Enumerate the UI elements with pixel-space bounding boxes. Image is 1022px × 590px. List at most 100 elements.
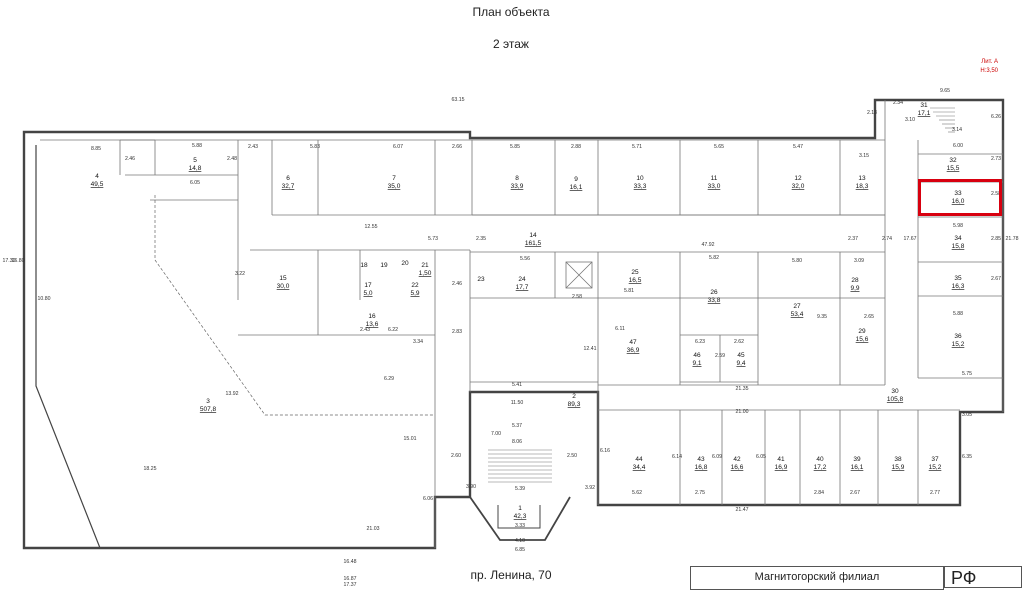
room-area: 9,1 (692, 360, 701, 367)
room-number: 13 (858, 175, 866, 182)
room-area: 36,9 (627, 347, 640, 354)
room-area: 16,1 (570, 184, 583, 191)
room-area: 105,8 (887, 396, 904, 403)
dimension-label: 6.22 (388, 327, 398, 333)
dimension-label: 2.13 (867, 110, 877, 116)
dimension-label: 6.09 (712, 454, 722, 460)
room-number: 30 (891, 388, 899, 395)
dimension-label: 2.60 (451, 453, 461, 459)
room-number: 38 (894, 456, 902, 463)
dimension-label: 2.73 (991, 156, 1001, 162)
room-area: 15,8 (952, 243, 965, 250)
room-area: 17,7 (516, 284, 529, 291)
room-20: 20 (401, 260, 409, 267)
room-number: 35 (954, 275, 962, 282)
dimension-label: 2.65 (864, 314, 874, 320)
room-number: 41 (777, 456, 785, 463)
dimension-label: 3.34 (413, 339, 423, 345)
dimension-label: 2.66 (452, 144, 462, 150)
room-number: 19 (380, 262, 388, 269)
dimension-label: 6.35 (962, 454, 972, 460)
dimension-label: 3.33 (515, 523, 525, 529)
dimension-label: 5.62 (632, 490, 642, 496)
dimension-label: 6.11 (615, 326, 625, 332)
room-19: 19 (380, 262, 388, 269)
dimension-label: 3.05 (962, 412, 972, 418)
dimension-label: 2.85 (991, 236, 1001, 242)
dimension-label: 5.80 (792, 258, 802, 264)
room-22: 225,9 (410, 282, 419, 297)
dimension-label: 2.58 (991, 191, 1001, 197)
room-number: 4 (95, 173, 99, 180)
dimension-label: 6.05 (190, 180, 200, 186)
room-area: 16,1 (851, 464, 864, 471)
room-area: 33,0 (708, 183, 721, 190)
dimension-label: 5.41 (512, 382, 522, 388)
room-4: 449,5 (91, 173, 104, 188)
dimension-label: 5.98 (953, 223, 963, 229)
dimension-label: 3.15 (859, 153, 869, 159)
room-number: 46 (693, 352, 701, 359)
dimension-label: 2.67 (991, 276, 1001, 282)
room-28: 289,9 (850, 277, 859, 292)
dimension-label: 21.03 (367, 526, 380, 532)
room-46: 469,1 (692, 352, 701, 367)
floor-label: 2 этаж (493, 37, 529, 51)
room-number: 6 (286, 175, 290, 182)
room-number: 23 (477, 276, 485, 283)
corner-note-line1: Лит. А (981, 59, 998, 65)
room-number: 33 (954, 190, 962, 197)
room-area: 16,8 (695, 464, 708, 471)
room-number: 21 (421, 262, 429, 269)
room-number: 5 (193, 157, 197, 164)
room-number: 1 (518, 505, 522, 512)
dimension-label: 5.85 (510, 144, 520, 150)
dimension-label: 6.05 (756, 454, 766, 460)
dimension-label: 2.77 (930, 490, 940, 496)
room-area: 16,0 (952, 198, 965, 205)
room-area: 32,7 (282, 183, 295, 190)
room-number: 42 (733, 456, 741, 463)
dimension-label: 5.39 (515, 486, 525, 492)
dimension-label: 2.46 (125, 156, 135, 162)
room-number: 10 (636, 175, 644, 182)
plan-title: План объекта (472, 5, 550, 19)
dimension-label: 2.59 (715, 353, 725, 359)
dimension-label: 2.88 (571, 144, 581, 150)
dimension-label: 2.43 (248, 144, 258, 150)
room-number: 22 (411, 282, 419, 289)
room-number: 28 (851, 277, 859, 284)
room-area: 33,3 (634, 183, 647, 190)
dimension-label: 6.23 (695, 339, 705, 345)
room-number: 39 (853, 456, 861, 463)
room-area: 89,3 (568, 401, 581, 408)
rf-mark: РФ (944, 566, 1022, 588)
dimension-label: 6.07 (393, 144, 403, 150)
dimension-label: 2.58 (572, 294, 582, 300)
dimension-label: 63.15 (452, 97, 465, 103)
room-45: 459,4 (736, 352, 745, 367)
dimension-label: 2.37 (848, 236, 858, 242)
dimension-label: 5.88 (192, 143, 202, 149)
room-area: 16,5 (629, 277, 642, 284)
room-area: 9,9 (850, 285, 859, 292)
room-number: 44 (635, 456, 643, 463)
dimension-label: 6.85 (515, 547, 525, 553)
dimension-label: 2.75 (695, 490, 705, 496)
room-number: 17 (364, 282, 372, 289)
